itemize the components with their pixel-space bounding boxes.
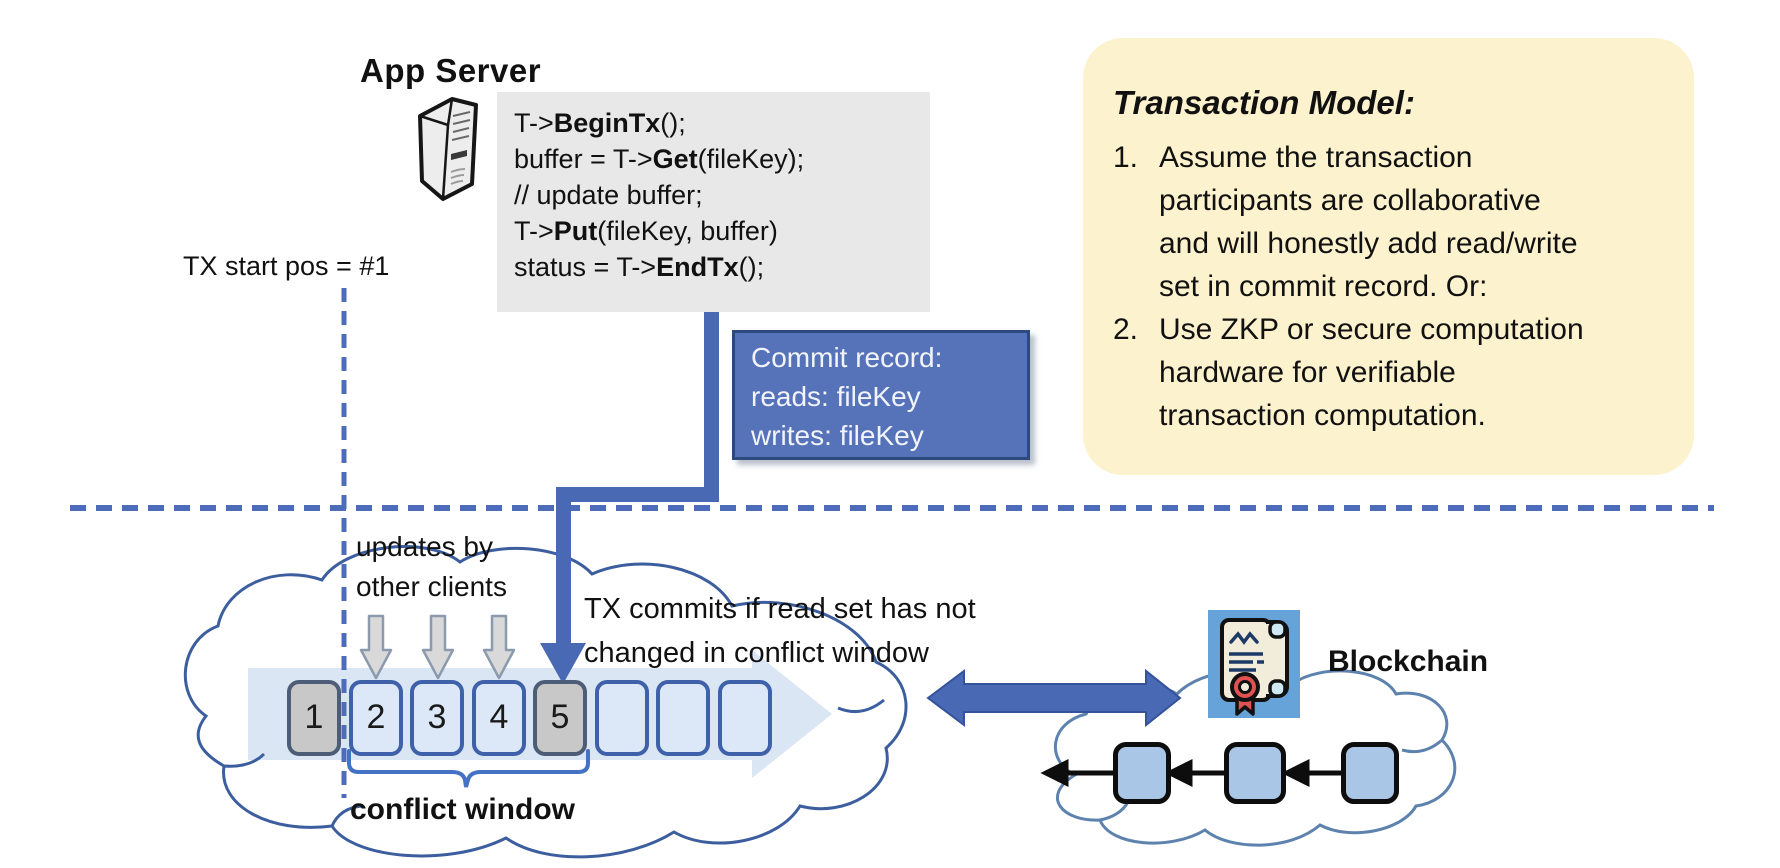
commit-elbow-arrow-icon [540,311,719,684]
list-text: Assume the transaction participants are … [1159,141,1578,303]
tx-start-pos-label: TX start pos = #1 [183,251,390,281]
timeline-box-2: 2 [349,680,403,756]
server-tower-icon [418,97,478,201]
timeline-box-3: 3 [410,680,464,756]
tx-commits-label: TX commits if read set has not changed i… [584,593,976,669]
timeline-box-5: 5 [533,680,587,756]
timeline-box-8 [718,680,772,756]
chain-block [1224,742,1286,804]
chain-link-arrow-icons [1040,758,1341,788]
list-number: 1. [1113,141,1139,174]
updates-by-other-clients-label: updates by other clients [356,531,507,602]
timeline-box-7 [656,680,710,756]
conflict-window-cloud-icon [183,545,908,859]
code-block: T->BeginTx();buffer = T->Get(fileKey);//… [497,92,930,312]
timeline-box-6 [595,680,649,756]
commit-record-box: Commit record: reads: fileKey writes: fi… [732,330,1030,460]
chain-block [1341,742,1399,804]
update-arrow-icons [359,614,516,680]
blockchain-label: Blockchain [1328,645,1489,678]
chain-block [1113,742,1171,804]
certificate-scroll-icon [1208,610,1300,718]
transaction-model-item: 2. Use ZKP or secure computation hardwar… [1113,308,1664,437]
list-number: 2. [1113,313,1139,346]
transaction-model-item: 1. Assume the transaction participants a… [1113,136,1664,308]
app-server-title: App Server [360,52,542,89]
timeline-box-4: 4 [472,680,526,756]
conflict-window-bracket [347,749,590,788]
conflict-window-label: conflict window [350,793,575,826]
timeline-box-1: 1 [287,680,341,756]
transaction-model-panel: Transaction Model: 1. Assume the transac… [1083,38,1694,475]
list-text: Use ZKP or secure computation hardware f… [1159,313,1584,432]
double-headed-arrow-icon [926,668,1182,728]
transaction-model-title: Transaction Model: [1113,84,1415,121]
